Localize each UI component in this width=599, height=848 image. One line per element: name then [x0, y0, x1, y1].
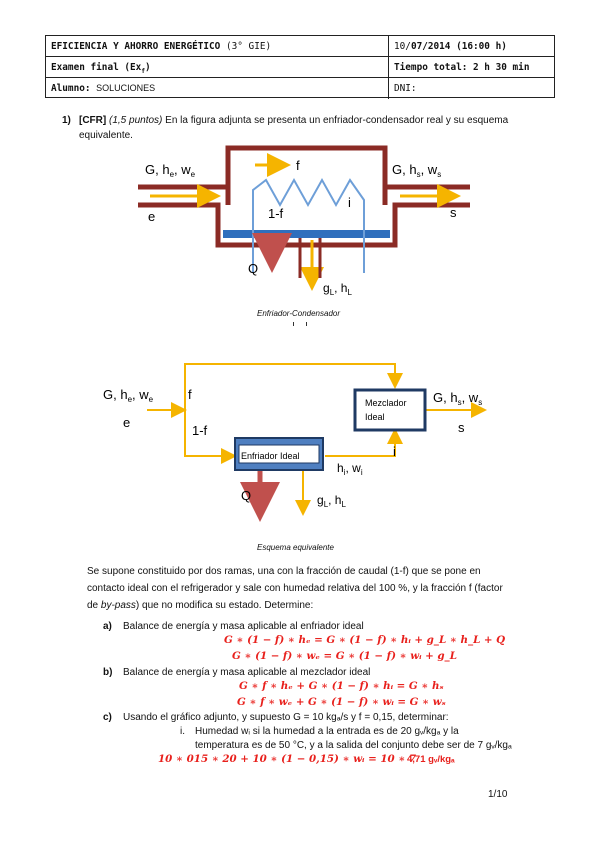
fig1-q-label: Q: [248, 261, 258, 276]
fig2-e-label: e: [123, 415, 130, 430]
part-c-result: 4,71 gᵥ/kgₐ: [407, 754, 455, 765]
condensate-tray: [223, 230, 390, 238]
drain-pipe: [298, 238, 322, 278]
dni-cell: DNI:: [388, 78, 556, 99]
part-c-equation: 10 ∗ 015 ∗ 20 + 10 ∗ (1 − 0,15) ∗ wᵢ = 1…: [158, 753, 417, 765]
part-b-equation-2: G ∗ f ∗ wₑ + G ∗ (1 − f) ∗ wᵢ = G ∗ wₛ: [237, 696, 446, 708]
cooler-box-inner: [238, 444, 320, 464]
mixer-label-2: Ideal: [365, 412, 385, 422]
part-c-i-line2: temperatura es de 50 °C, y a la salida d…: [195, 740, 512, 751]
fig2-outlet-label: G, hs, ws: [433, 390, 482, 407]
student-value: SOLUCIONES: [96, 83, 156, 93]
exam-close: ): [144, 62, 151, 73]
date-prefix: 10/: [394, 41, 411, 52]
fig1-inlet-label: G, he, we: [145, 162, 196, 179]
fig1-s-label: s: [450, 205, 457, 220]
header-table: EFICIENCIA Y AHORRO ENERGÉTICO (3° GIE) …: [45, 35, 555, 99]
part-b-label: b): [103, 667, 113, 678]
caption-tick-right: [306, 322, 307, 326]
figure-equivalent-scheme: Enfriador Ideal Mezclador Ideal G, he, w…: [103, 363, 487, 522]
header-row-student: Alumno: SOLUCIONES DNI:: [46, 78, 554, 99]
fig2-s-label: s: [458, 420, 465, 435]
intro-line3-b: ) que no modifica su estado. Determine:: [135, 600, 314, 611]
intro-line1: Se supone constituido por dos ramas, una…: [87, 566, 481, 577]
part-c-i-label: i.: [180, 726, 185, 737]
exam-date: 10/07/2014 (16:00 h): [388, 36, 556, 56]
caption-tick-left: [293, 322, 294, 326]
fig1-gl-label: gL, hL: [323, 281, 352, 297]
intro-line3: de by-pass) que no modifica su estado. D…: [87, 599, 313, 613]
fig2-1f-label: 1-f: [192, 423, 208, 438]
part-a-label: a): [103, 621, 112, 632]
question-text-line2: equivalente.: [79, 130, 133, 141]
cooling-coil: [252, 177, 365, 273]
question-points: (1,5 puntos): [109, 115, 163, 126]
fig1-1f-label: 1-f: [268, 206, 284, 221]
fig2-f-label: f: [188, 387, 192, 402]
fig2-gl-label: gL, hL: [317, 493, 346, 509]
course-name: EFICIENCIA Y AHORRO ENERGÉTICO: [51, 41, 221, 52]
part-c-label: c): [103, 712, 112, 723]
student-cell: Alumno: SOLUCIONES: [46, 78, 388, 99]
total-time: Tiempo total: 2 h 30 min: [388, 57, 556, 77]
question-text-line1: [CFR] (1,5 puntos) En la figura adjunta …: [79, 114, 549, 128]
fig1-f-label: f: [296, 158, 300, 173]
part-c-i-line1: Humedad wᵢ si la humedad a la entrada es…: [195, 726, 459, 737]
question-tag: [CFR]: [79, 115, 107, 126]
part-a-equation-1: G ∗ (1 − f) ∗ hₑ = G ∗ (1 − f) ∗ hᵢ + g_…: [224, 634, 506, 646]
fig2-inlet-label: G, he, we: [103, 387, 154, 404]
duct-bottom-wall: [138, 202, 470, 248]
page-number: 1/10: [488, 789, 508, 800]
question-number-text: 1): [62, 115, 71, 126]
part-b-text: Balance de energía y masa aplicable al m…: [123, 667, 371, 678]
exam-sub: f: [141, 67, 145, 75]
part-a-equation-2: G ∗ (1 − f) ∗ wₑ = G ∗ (1 − f) ∗ wᵢ + g_…: [232, 650, 457, 662]
scheme-cooler-branch: [184, 410, 237, 464]
scheme-cooler-to-mixer: [325, 428, 403, 457]
figure1-caption: Enfriador-Condensador: [257, 309, 341, 318]
part-b-equation-1: G ∗ f ∗ hₑ + G ∗ (1 − f) ∗ hᵢ = G ∗ hₛ: [239, 680, 444, 692]
fig2-q-label: Q: [241, 488, 251, 503]
course-group: (3° GIE): [225, 41, 272, 52]
header-row-exam: Examen final (Exf) Tiempo total: 2 h 30 …: [46, 57, 554, 78]
part-c-text: Usando el gráfico adjunto, y supuesto G …: [123, 712, 449, 723]
scheme-bypass-line: [184, 363, 403, 410]
exam-name: Examen final (Exf): [46, 57, 388, 77]
intro-line3-italic: by-pass: [100, 600, 136, 611]
part-a-text: Balance de energía y masa aplicable al e…: [123, 621, 364, 632]
fig2-hi-wi-label: hi, wi: [337, 461, 363, 477]
fig1-e-label: e: [148, 209, 155, 224]
mixer-box: [353, 388, 427, 432]
figure2-caption: Esquema equivalente: [257, 543, 334, 552]
intro-line3-a: de: [87, 600, 101, 611]
fig1-outlet-label: G, hs, ws: [392, 162, 441, 179]
mixer-label-1: Mezclador: [365, 398, 407, 408]
fig1-i-label: i: [348, 195, 351, 210]
question-number: 1): [62, 114, 71, 128]
intro-line2: contacto ideal con el refrigerador y sal…: [87, 583, 503, 594]
cooler-label: Enfriador Ideal: [241, 451, 300, 461]
exam-label: Examen final (Ex: [51, 62, 142, 73]
course-title: EFICIENCIA Y AHORRO ENERGÉTICO (3° GIE): [46, 36, 388, 56]
header-row-course: EFICIENCIA Y AHORRO ENERGÉTICO (3° GIE) …: [46, 36, 554, 57]
figure-real-cooler: G, he, we e f 1-f i G, hs, ws s Q gL, hL: [138, 145, 470, 297]
student-label: Alumno:: [51, 83, 91, 94]
question-text: En la figura adjunta se presenta un enfr…: [165, 115, 509, 126]
fig2-i-label: i: [393, 444, 396, 459]
date-rest: 07/2014 (16:00 h): [410, 41, 507, 52]
